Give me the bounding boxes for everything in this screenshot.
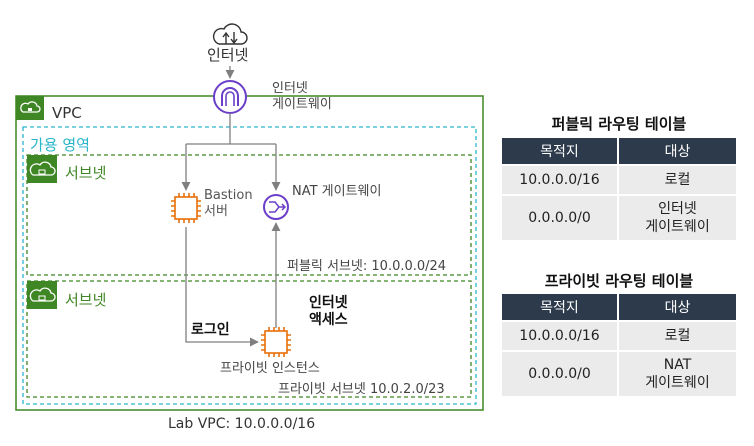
route-destination: 0.0.0.0/0 — [502, 196, 617, 240]
private-route-table-title: 프라이빗 라우팅 테이블 — [544, 272, 694, 290]
nat-gateway-icon — [263, 194, 289, 220]
route-target-line1: 인터넷 — [658, 201, 697, 217]
subnet-icon — [27, 281, 57, 309]
vpc-footer: Lab VPC: 10.0.0.0/16 — [168, 416, 316, 432]
table-row: 10.0.0.0/16 로컬 — [502, 166, 736, 194]
bastion-label-line2: 서버 — [204, 204, 228, 219]
vpc-icon — [16, 96, 44, 120]
vpc-boundary — [15, 95, 484, 411]
igw-icon — [213, 80, 247, 114]
route-target-line1: NAT — [663, 357, 692, 373]
internet-access-label: 인터넷 액세스 — [309, 295, 348, 329]
route-target-line2: 게이트웨이 — [645, 219, 710, 235]
ec2-chip-icon — [261, 327, 291, 357]
internet-label: 인터넷 — [207, 46, 249, 64]
route-target-line2: 게이트웨이 — [645, 375, 710, 391]
public-route-table-title: 퍼블릭 라우팅 테이블 — [551, 115, 687, 133]
cloud-icon — [212, 23, 248, 45]
internet-access-line1: 인터넷 — [309, 295, 348, 311]
route-target-line1: 로컬 — [664, 172, 691, 188]
route-target: 로컬 — [619, 166, 736, 194]
route-target: NAT 게이트웨이 — [619, 352, 736, 396]
igw-label-line2: 게이트웨이 — [272, 97, 332, 112]
igw-label: 인터넷 게이트웨이 — [272, 81, 332, 113]
route-destination: 10.0.0.0/16 — [502, 166, 617, 194]
internet-access-line2: 액세스 — [309, 312, 348, 328]
public-subnet-boundary — [26, 154, 472, 276]
login-label: 로그인 — [191, 322, 230, 338]
route-target-line1: 로컬 — [664, 328, 691, 344]
public-subnet-cidr: 퍼블릭 서브넷: 10.0.0.0/24 — [287, 259, 447, 274]
az-boundary — [22, 126, 477, 405]
igw-label-line1: 인터넷 — [272, 81, 308, 96]
table-row: 10.0.0.0/16 로컬 — [502, 322, 736, 350]
public-subnet-label: 서브넷 — [65, 164, 107, 182]
vpc-label: VPC — [52, 104, 82, 122]
ec2-chip-icon — [171, 193, 201, 223]
az-label: 가용 영역 — [30, 136, 90, 154]
header-target: 대상 — [619, 294, 736, 320]
public-route-table: 목적지 대상 10.0.0.0/16 로컬 0.0.0.0/0 인터넷 게이트웨… — [500, 136, 738, 242]
table-row: 0.0.0.0/0 NAT 게이트웨이 — [502, 352, 736, 396]
private-instance-label: 프라이빗 인스턴스 — [220, 361, 320, 376]
route-target: 인터넷 게이트웨이 — [619, 196, 736, 240]
route-target: 로컬 — [619, 322, 736, 350]
private-route-table: 목적지 대상 10.0.0.0/16 로컬 0.0.0.0/0 NAT 게이트웨… — [500, 292, 738, 398]
bastion-label-line1: Bastion — [204, 188, 253, 203]
private-subnet-label: 서브넷 — [65, 291, 107, 309]
nat-label: NAT 게이트웨이 — [292, 184, 382, 199]
route-destination: 0.0.0.0/0 — [502, 352, 617, 396]
header-destination: 목적지 — [502, 138, 617, 164]
header-destination: 목적지 — [502, 294, 617, 320]
table-row: 0.0.0.0/0 인터넷 게이트웨이 — [502, 196, 736, 240]
bastion-label: Bastion 서버 — [204, 188, 253, 220]
private-subnet-cidr: 프라이빗 서브넷 10.0.2.0/23 — [278, 382, 445, 397]
route-destination: 10.0.0.0/16 — [502, 322, 617, 350]
subnet-icon — [27, 155, 57, 183]
header-target: 대상 — [619, 138, 736, 164]
